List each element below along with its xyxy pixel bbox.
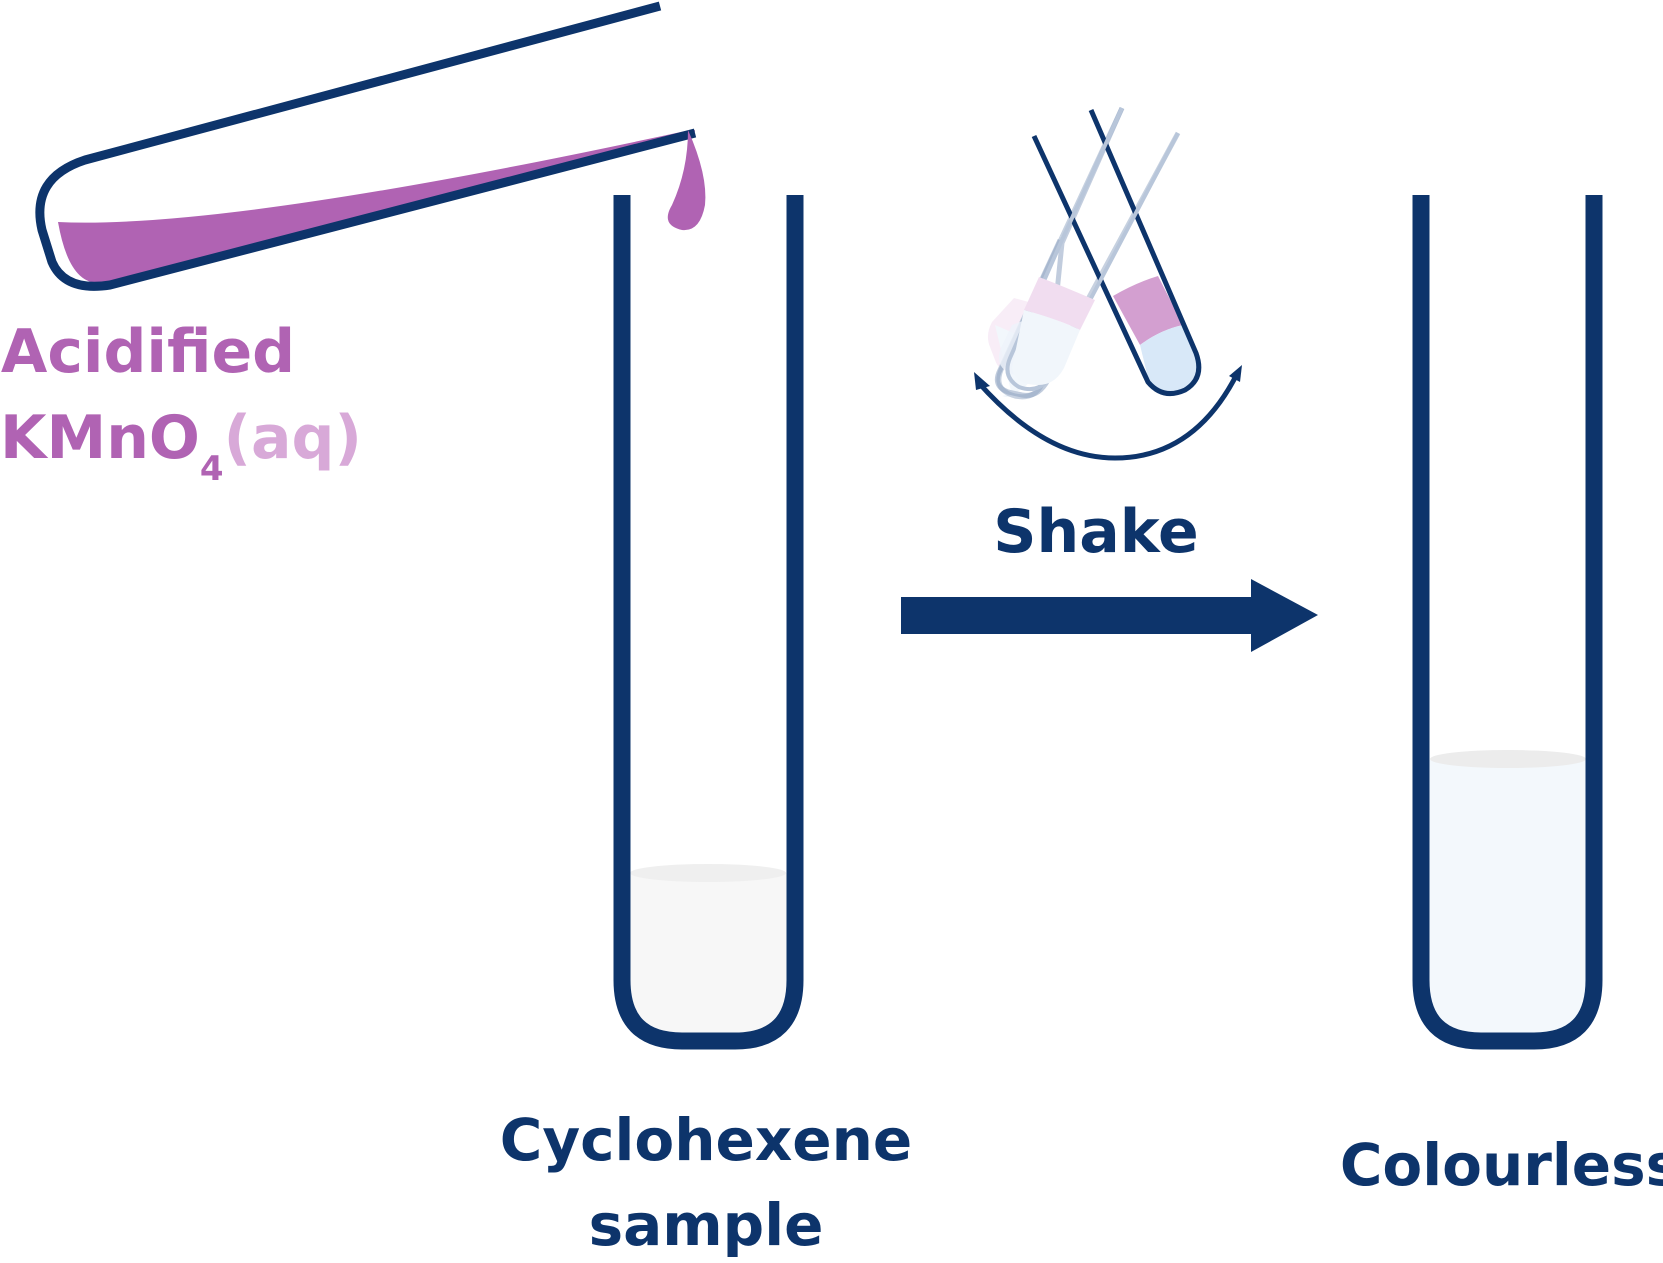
reagent-state: (aq) <box>224 403 362 473</box>
shake-tube-blue-liquid <box>1140 325 1198 392</box>
sample-liquid <box>630 873 787 1033</box>
shake-arc <box>976 370 1241 461</box>
reaction-arrow-shaft <box>901 597 1261 634</box>
reagent-formula-main: KMnO <box>0 403 200 473</box>
shake-illustration <box>974 106 1242 461</box>
reaction-arrow <box>901 579 1318 652</box>
sample-test-tube <box>613 195 804 1050</box>
sample-label-line1: Cyclohexene <box>500 1106 913 1174</box>
reagent-formula: KMnO4(aq) <box>0 403 362 489</box>
sample-meniscus <box>630 864 786 882</box>
result-test-tube <box>1412 195 1603 1050</box>
reagent-formula-subscript: 4 <box>200 449 224 489</box>
pouring-test-tube <box>35 1 706 291</box>
shake-tube-left-blue <box>1012 310 1080 385</box>
sample-label-line2: sample <box>589 1191 824 1259</box>
reagent-label-line1: Acidified <box>1 317 295 387</box>
result-meniscus <box>1430 750 1586 768</box>
result-liquid <box>1429 760 1586 1033</box>
sample-tube-glass <box>613 195 804 1050</box>
reaction-arrow-head-icon <box>1251 579 1318 652</box>
shake-arrowhead-right-icon <box>1229 365 1242 382</box>
permanganate-liquid-in-tube <box>58 129 695 283</box>
shake-arrowhead-left-icon <box>974 372 990 390</box>
shake-tube-left-pink <box>1024 277 1095 330</box>
result-label: Colourless <box>1340 1131 1663 1199</box>
pouring-tube-glass <box>35 1 697 291</box>
shake-label: Shake <box>993 497 1198 567</box>
shake-tube-purple-liquid <box>1113 276 1183 345</box>
result-tube-glass <box>1412 195 1603 1050</box>
shake-tube-front-glass <box>1031 109 1202 397</box>
permanganate-drop <box>667 130 706 231</box>
